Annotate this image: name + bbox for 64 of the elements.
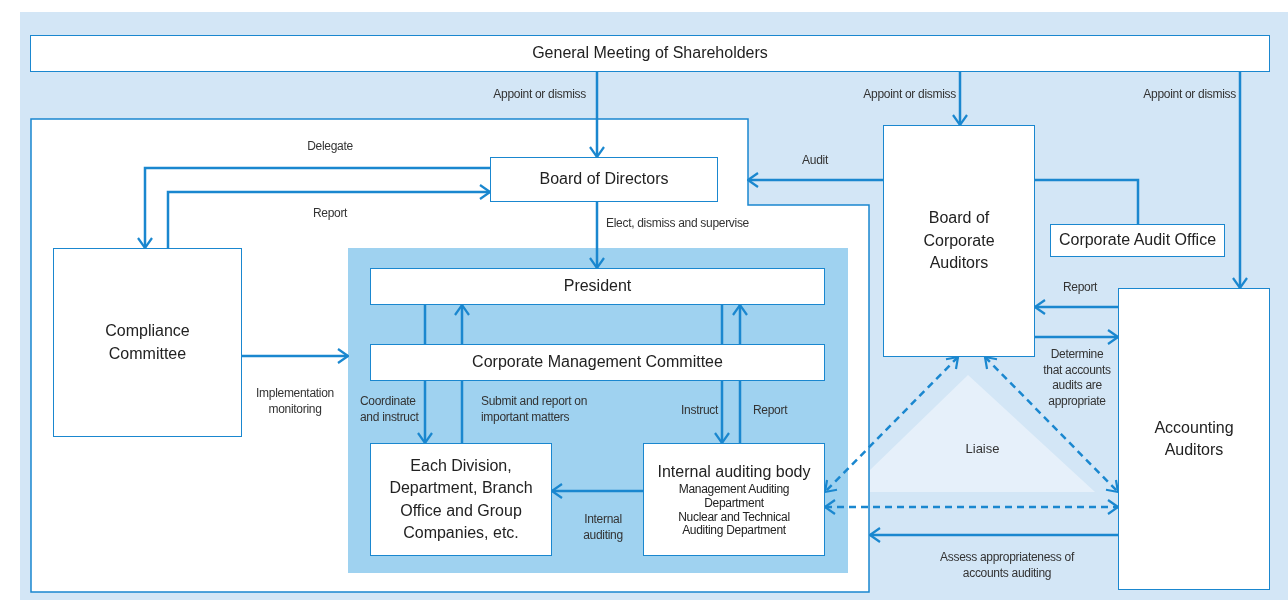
node-label: Corporate Audit Office	[1058, 230, 1217, 251]
edge-label: Instruct	[680, 403, 718, 419]
dashed-arrow	[823, 498, 1120, 516]
arrow	[136, 166, 490, 250]
org-box	[883, 125, 1035, 357]
node-label: General Meeting of Shareholders	[532, 43, 768, 64]
executive-panel	[348, 248, 848, 573]
connector-line	[1035, 178, 1140, 224]
org-box	[30, 35, 1270, 72]
org-box	[490, 157, 718, 202]
org-box	[1050, 224, 1225, 257]
arrow	[166, 183, 492, 248]
arrow	[416, 381, 434, 445]
arrow	[868, 526, 1118, 544]
edge-label: Assess appropriateness of accounts auditing	[939, 550, 1076, 582]
arrow	[713, 381, 731, 445]
edge-label: Audit	[801, 153, 830, 169]
org-box	[370, 443, 552, 556]
edge-label: Report	[1061, 280, 1099, 296]
node-label: Board of Directors	[539, 169, 669, 190]
edge-label: Delegate	[306, 139, 354, 155]
edge-label: Report	[753, 403, 789, 419]
node-sublabel: Nuclear and Technical Auditing Department	[677, 510, 791, 539]
edge-label: Appoint or dismiss	[1142, 87, 1236, 103]
arrow	[588, 72, 606, 159]
arrow	[453, 303, 471, 344]
dashed-arrow	[983, 355, 1120, 494]
arrow	[1033, 298, 1118, 316]
edge-label: Internal auditing	[582, 512, 624, 544]
node-label: Each Division, Department, Branch Office and Group Companies, etc.	[388, 455, 534, 543]
node-label: Internal auditing body	[657, 461, 811, 482]
edge-label: Report	[311, 206, 349, 222]
connector-line	[423, 305, 427, 344]
connector-line	[460, 381, 464, 443]
connector-line	[720, 305, 724, 344]
edge-label: Implementation monitoring	[255, 386, 335, 418]
org-box	[370, 344, 825, 381]
arrow	[746, 171, 883, 189]
node-label: President	[563, 276, 632, 297]
connector-line	[738, 381, 742, 443]
org-box	[643, 443, 825, 556]
org-box	[1118, 288, 1270, 590]
edge-label: Appoint or dismiss	[492, 87, 586, 103]
triangle-label: Liaise	[965, 440, 1000, 458]
arrow	[951, 72, 969, 127]
org-box	[53, 248, 242, 437]
arrow	[731, 303, 749, 344]
edge-label: Submit and report on important matters	[481, 394, 589, 426]
node-label: Corporate Management Committee	[472, 352, 723, 373]
edge-label: Elect, dismiss and supervise	[606, 216, 750, 232]
arrow	[242, 347, 350, 365]
node-sublabel: Management Auditing Department	[677, 483, 791, 511]
arrow	[550, 482, 643, 500]
node-label: Board of Corporate Auditors	[922, 208, 996, 274]
dashed-arrow	[823, 355, 960, 494]
arrow	[1231, 72, 1249, 290]
org-box	[370, 268, 825, 305]
node-label: Compliance Committee	[104, 321, 191, 364]
edge-label: Appoint or dismiss	[862, 87, 956, 103]
arrow	[588, 202, 606, 270]
node-label: Accounting Auditors	[1153, 417, 1235, 460]
edge-label: Determine that accounts audits are appropriate	[1042, 347, 1112, 410]
arrow	[1035, 328, 1120, 346]
edge-label: Coordinate and instruct	[360, 394, 420, 426]
